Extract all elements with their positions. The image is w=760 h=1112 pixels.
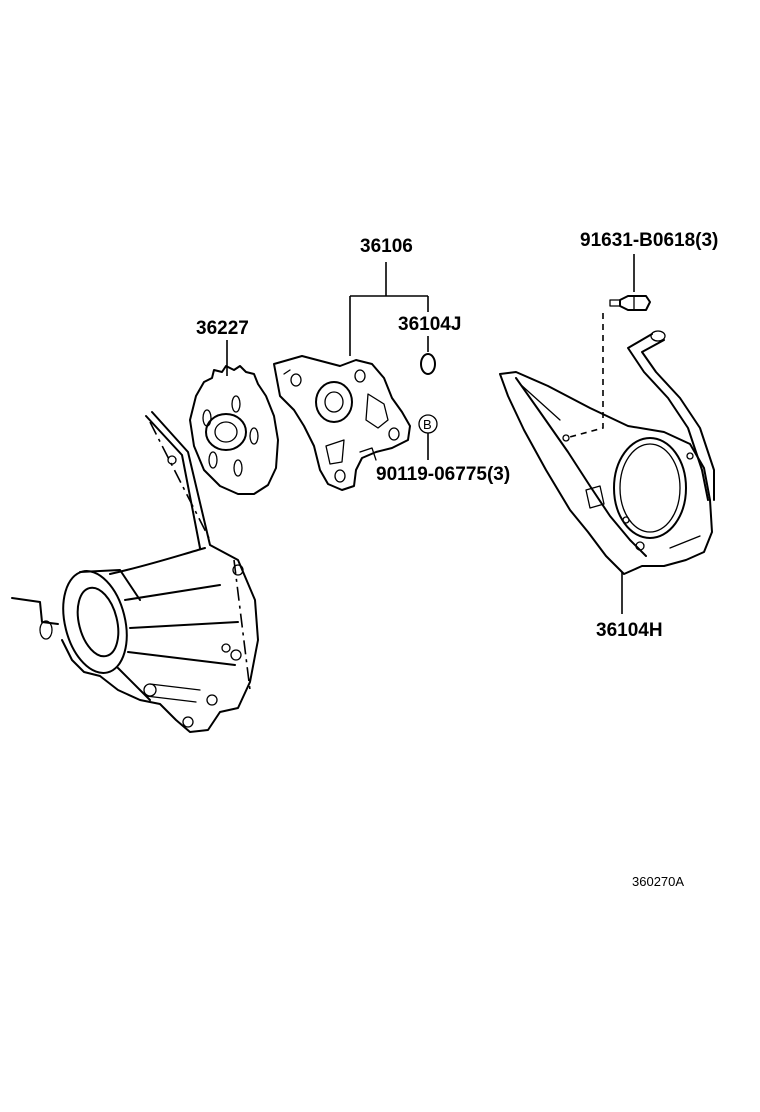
label-36106[interactable]: 36106 (360, 236, 413, 257)
label-91631-B0618[interactable]: 91631-B0618(3) (580, 230, 718, 251)
union-bolt-91631-B0618: 91631-B0618(3) (580, 230, 718, 311)
gear-36227: 36227 (189, 318, 279, 495)
label-36104H[interactable]: 36104H (596, 620, 663, 641)
oil-pump-assembly-36106: 36106 (273, 236, 429, 491)
marker-b: B (423, 417, 432, 432)
o-ring-36104J: 36104J (398, 314, 461, 375)
bolt-90119-06775: B 90119-06775(3) (376, 414, 510, 485)
transfer-case-housing (11, 411, 259, 733)
cover-36104H: 36104H (499, 313, 715, 641)
label-36227[interactable]: 36227 (196, 318, 249, 339)
label-90119-06775[interactable]: 90119-06775(3) (376, 464, 510, 485)
label-36104J[interactable]: 36104J (398, 314, 461, 335)
diagram-code: 360270A (632, 874, 684, 889)
